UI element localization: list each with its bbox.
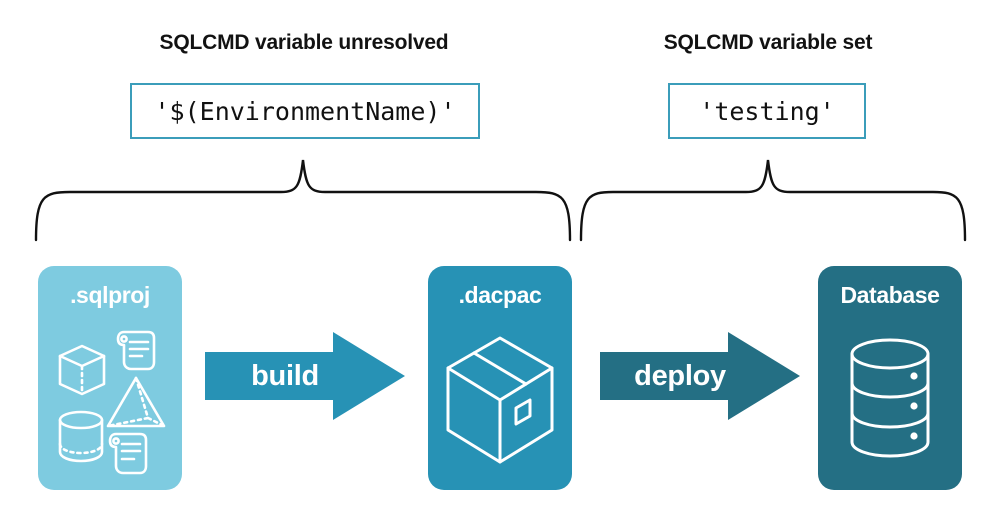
right-brace-icon [579, 159, 967, 242]
stage-card-sqlproj: .sqlproj [38, 266, 182, 490]
sqlcmd-variable-unresolved-box: '$(EnvironmentName)' [130, 83, 480, 139]
stage-card-database: Database [818, 266, 962, 490]
arrow-build: build [205, 330, 405, 422]
database-status-dots [910, 372, 918, 440]
arrow-deploy-label: deploy [634, 359, 726, 392]
scroll-icon [108, 432, 148, 475]
arrow-build-label: build [251, 359, 319, 392]
scroll-icon [116, 330, 156, 371]
arrow-deploy-shape [600, 332, 800, 420]
sqlcmd-variable-set-value: 'testing' [699, 96, 835, 126]
stage-card-dacpac: .dacpac [428, 266, 572, 490]
sqlproj-artwork [58, 330, 166, 475]
package-box-icon [446, 336, 554, 464]
annotation-heading-left: SQLCMD variable unresolved [159, 31, 449, 54]
stage-card-dacpac-label: .dacpac [458, 282, 542, 308]
pyramid-icon [106, 376, 166, 428]
arrow-deploy: deploy [600, 330, 800, 422]
sqlcmd-variable-unresolved-value: '$(EnvironmentName)' [154, 96, 456, 126]
dacpac-artwork [446, 336, 554, 464]
annotation-heading-right: SQLCMD variable set [663, 31, 873, 54]
cylinder-icon [58, 410, 104, 463]
database-artwork [850, 338, 930, 458]
stage-card-database-label: Database [840, 282, 940, 308]
sqlcmd-variable-set-box: 'testing' [668, 83, 866, 139]
left-brace-icon [34, 159, 572, 242]
database-cylinder-icon [850, 338, 930, 458]
stage-card-sqlproj-label: .sqlproj [70, 282, 150, 308]
arrow-build-shape [205, 332, 405, 420]
cube-icon [58, 344, 106, 396]
